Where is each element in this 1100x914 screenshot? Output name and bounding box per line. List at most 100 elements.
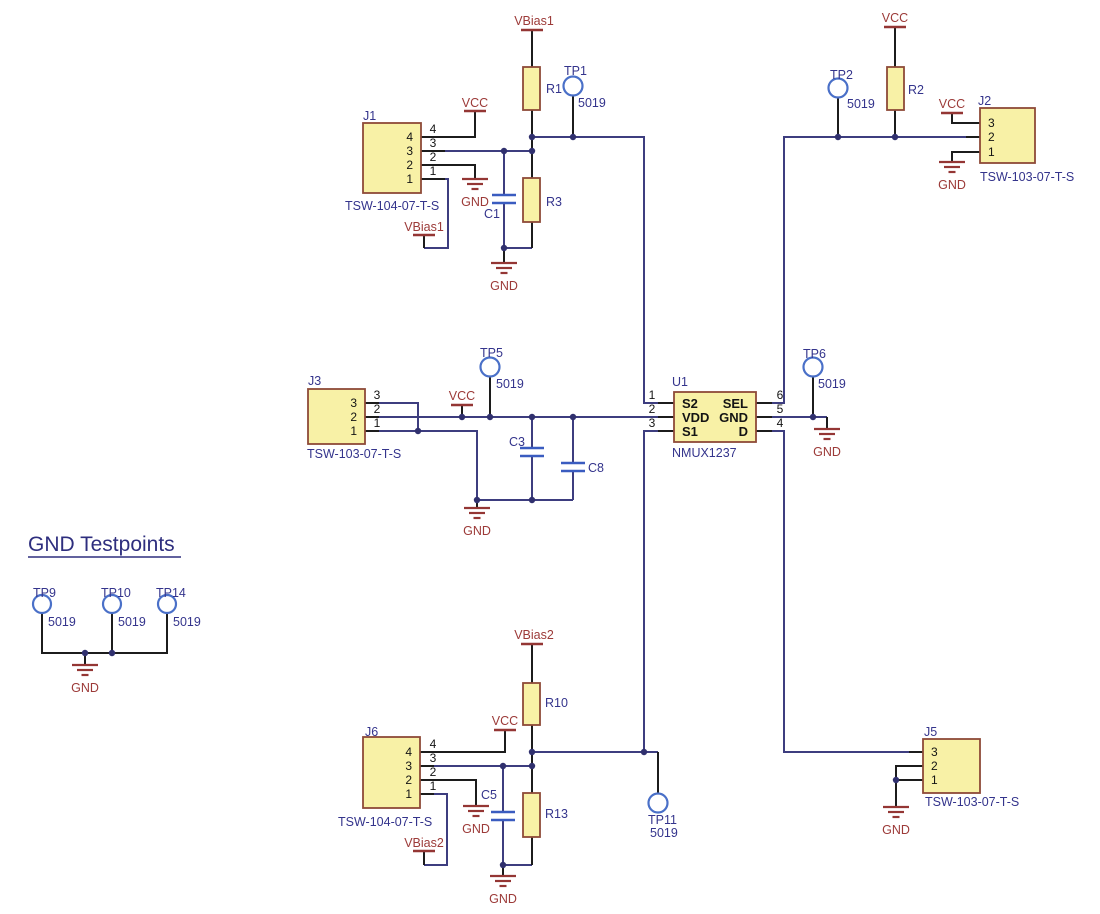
gnd-label: GND [462,822,490,836]
pin-stub [895,765,923,780]
pin-number: 3 [405,759,412,773]
gnd-symbol [491,261,517,275]
vbias1-label: VBias1 [514,14,554,28]
section-heading: GND Testpoints [28,533,175,556]
junction-dot [473,496,481,504]
pad-number: 4 [430,737,437,751]
designator: J3 [308,374,321,388]
gnd-symbol [490,874,516,888]
gnd-symbol [814,427,840,441]
testpoint-value: 5019 [173,615,201,629]
part-number: TSW-103-07-T-S [307,447,401,461]
junction-dot [892,776,900,784]
junction-dot [499,861,507,869]
pad-number: 3 [430,136,437,150]
testpoint-tp11 [647,792,669,814]
junction-dot [528,748,536,756]
pin-number: 1 [931,773,938,787]
pad-number: 6 [777,388,784,402]
pin-stub [420,779,477,806]
designator: R1 [546,82,562,96]
pin-number: 1 [350,424,357,438]
designator: R2 [908,83,924,97]
testpoint-label: TP10 [101,586,131,600]
junction-dot [809,413,817,421]
pad-number: 5 [777,402,784,416]
junction-dot [834,133,842,141]
pad-number: 1 [430,164,437,178]
pin-stub [421,111,476,138]
junction-dots [81,133,900,869]
gnd-symbol [464,506,490,520]
junction-dot [569,413,577,421]
vbias1-label: VBias1 [404,220,444,234]
wire [532,136,658,404]
pad-number: 1 [430,779,437,793]
testpoint-value: 5019 [578,96,606,110]
testpoint-value: 5019 [118,615,146,629]
testpoint-value: 5019 [496,377,524,391]
gnd-label: GND [463,524,491,538]
junction-dot [528,133,536,141]
part-number: TSW-104-07-T-S [345,199,439,213]
pin-stub [895,779,923,807]
gnd-label: GND [489,892,517,906]
gnd-symbol [883,805,909,819]
gnd-label: GND [813,445,841,459]
junction-dot [640,748,648,756]
testpoint-value: 5019 [650,826,678,840]
vcc-label: VCC [939,97,965,111]
pin-stub [420,730,506,753]
testpoint-tp6 [802,356,824,378]
power-symbols [413,25,963,853]
pad-number: 2 [430,765,437,779]
designator: J2 [978,94,991,108]
pin-number: 3 [988,116,995,130]
gnd-label: GND [938,178,966,192]
pin-number: 4 [406,130,413,144]
connector-j2 [979,107,1036,164]
junction-dot [528,762,536,770]
testpoint-lead [41,613,168,654]
resistor-r3 [522,177,541,223]
mux-pin-name: GND [719,410,748,425]
testpoint-label: TP11 [648,813,677,827]
designator: J1 [363,109,376,123]
pin-number: 1 [406,172,413,186]
testpoint-tp9 [31,593,53,615]
designator: J5 [924,725,937,739]
wire [379,402,419,431]
resistor-r13 [522,792,541,838]
net-wires [379,136,966,866]
part-number: NMUX1237 [672,446,737,460]
connector-j1 [362,122,422,194]
gnd-symbols [72,160,965,888]
junction-dot [528,496,536,504]
junction-dot [500,244,508,252]
junction-dot [500,147,508,155]
vcc-label: VCC [492,714,518,728]
testpoint-tp10 [101,593,123,615]
pin-number: 1 [988,145,995,159]
capacitor-c3 [520,446,544,458]
pad-number: 4 [430,122,437,136]
resistor-r2 [886,66,905,111]
designator: R10 [545,696,568,710]
part-number: TSW-103-07-T-S [925,795,1019,809]
resistor-r1 [522,66,541,111]
testpoint-label: TP1 [564,64,587,78]
testpoint-value: 5019 [818,377,846,391]
wire [643,430,658,752]
junction-dot [499,762,507,770]
designator: U1 [672,375,688,389]
mux-pin-name: S2 [682,396,698,411]
pin-stub [951,151,980,162]
wire [424,178,449,249]
pin-number: 2 [931,759,938,773]
testpoint-label: TP9 [33,586,56,600]
pad-number: 3 [374,388,381,402]
gnd-symbol [462,177,488,191]
testpoint-tp2 [827,77,849,99]
